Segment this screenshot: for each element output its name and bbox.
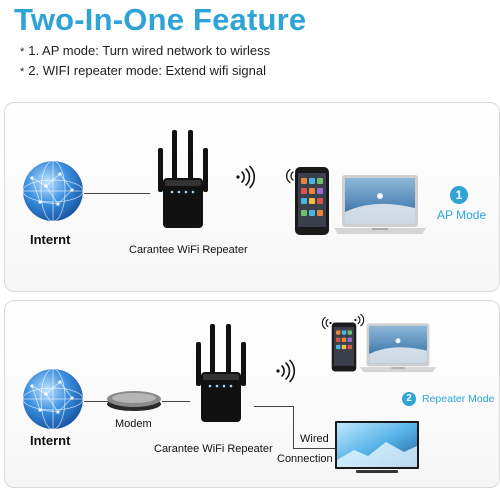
- wired-connection-line: [293, 406, 294, 448]
- modem-icon: [107, 391, 161, 411]
- wifi-repeater-icon: [158, 130, 208, 228]
- bullet-marker: *: [20, 66, 25, 78]
- wired-connection-line: [293, 448, 335, 449]
- ethernet-wire: [84, 193, 150, 194]
- mode-number-badge: 2: [402, 392, 416, 406]
- wifi-signal-icon: [321, 316, 332, 330]
- mode-number-badge: 1: [450, 186, 468, 204]
- tv-icon: [335, 421, 419, 473]
- internet-label: Internt: [30, 232, 71, 247]
- modem-label: Modem: [115, 418, 152, 430]
- wired-connection-line: [254, 406, 294, 407]
- internet-label: Internt: [30, 433, 71, 448]
- page-title: Two-In-One Feature: [14, 2, 307, 37]
- laptop-icon: [360, 323, 436, 373]
- wifi-signal-icon: [354, 313, 365, 327]
- ap-mode-label: AP Mode: [437, 208, 487, 222]
- repeater-label: Carantee WiFi Repeater: [129, 244, 248, 256]
- bullet-text: 2. WIFI repeater mode: Extend wifi signa…: [28, 63, 266, 78]
- globe-icon: [22, 368, 84, 430]
- wifi-signal-icon: [236, 165, 256, 189]
- wired-label: Wired: [300, 433, 329, 445]
- wifi-signal-icon: [286, 168, 298, 184]
- ethernet-wire: [84, 401, 110, 402]
- repeater-mode-label: Repeater Mode: [422, 393, 495, 405]
- ethernet-wire: [162, 401, 190, 402]
- bullet-ap-mode: *1. AP mode: Turn wired network to wirle…: [20, 43, 270, 58]
- wifi-repeater-icon: [196, 324, 246, 422]
- repeater-label: Carantee WiFi Repeater: [154, 443, 273, 455]
- connection-label: Connection: [277, 453, 333, 465]
- bullet-text: 1. AP mode: Turn wired network to wirles…: [28, 43, 271, 58]
- laptop-icon: [334, 175, 426, 234]
- globe-icon: [22, 160, 84, 222]
- smartphone-icon: [331, 322, 357, 372]
- smartphone-icon: [295, 167, 329, 235]
- bullet-repeater-mode: *2. WIFI repeater mode: Extend wifi sign…: [20, 63, 266, 78]
- bullet-marker: *: [20, 46, 25, 58]
- wifi-signal-icon: [276, 359, 296, 383]
